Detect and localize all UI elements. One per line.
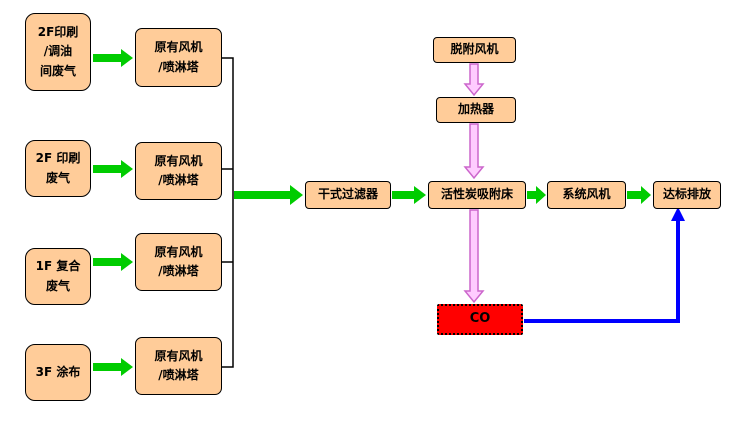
collector-bracket-line bbox=[222, 57, 234, 368]
source-box-2f-printing: 2F 印刷 废气 bbox=[25, 140, 91, 197]
dry-filter-box: 干式过滤器 bbox=[305, 181, 391, 209]
green-arrow-source-1 bbox=[93, 49, 133, 67]
blue-arrowhead-up bbox=[671, 207, 685, 221]
pretreatment-box-fan-spray-tower-1: 原有风机 /喷淋塔 bbox=[135, 28, 222, 87]
green-arrow-source-3 bbox=[93, 253, 133, 271]
green-arrow-carbon-to-fan bbox=[527, 186, 546, 204]
pretreatment-box-fan-spray-tower-4: 原有风机 /喷淋塔 bbox=[135, 337, 222, 395]
source-box-2f-printing-oil-room: 2F印刷 /调油 间废气 bbox=[25, 13, 91, 91]
pink-arrow-desorption-to-heater bbox=[463, 63, 485, 97]
green-arrow-source-2 bbox=[93, 160, 133, 178]
green-arrow-source-4 bbox=[93, 358, 133, 376]
blue-connector-co-to-discharge bbox=[524, 215, 680, 323]
source-box-1f-laminating: 1F 复合 废气 bbox=[25, 248, 91, 305]
pink-arrow-carbon-to-co bbox=[463, 209, 485, 304]
source-box-3f-coating: 3F 涂布 bbox=[25, 344, 91, 401]
pretreatment-box-fan-spray-tower-2: 原有风机 /喷淋塔 bbox=[135, 142, 222, 200]
green-arrow-filter-to-carbon bbox=[392, 186, 426, 204]
desorption-fan-box: 脱附风机 bbox=[433, 37, 516, 63]
pretreatment-box-fan-spray-tower-3: 原有风机 /喷淋塔 bbox=[135, 233, 222, 291]
green-arrow-to-filter bbox=[234, 185, 303, 205]
green-arrow-fan-to-discharge bbox=[627, 186, 651, 204]
heater-box: 加热器 bbox=[436, 97, 516, 123]
system-fan-box: 系统风机 bbox=[547, 181, 626, 209]
co-oxidizer-box: CO bbox=[437, 304, 523, 335]
pink-arrow-heater-to-carbon bbox=[463, 123, 485, 180]
carbon-adsorption-bed-box: 活性炭吸附床 bbox=[428, 181, 526, 209]
discharge-box: 达标排放 bbox=[653, 181, 721, 209]
